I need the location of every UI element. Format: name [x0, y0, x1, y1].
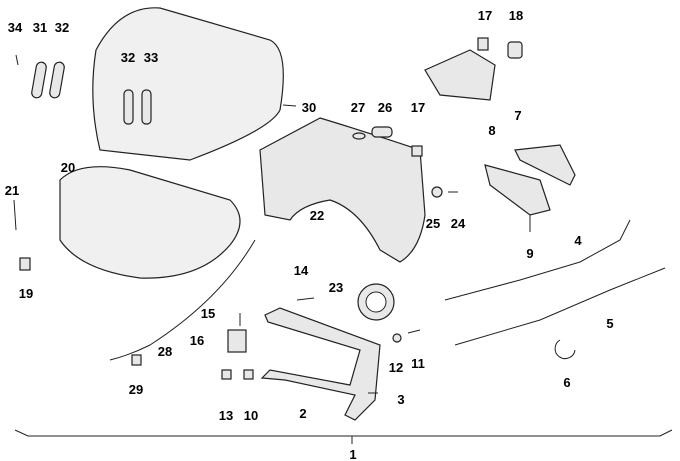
callout-15: 15: [201, 306, 215, 321]
callout-26: 26: [378, 100, 392, 115]
callout-23: 23: [329, 280, 343, 295]
block-part-16[interactable]: [227, 329, 247, 353]
clip-part-10[interactable]: [243, 369, 254, 380]
callout-32: 32: [121, 50, 135, 65]
callout-31: 31: [33, 20, 47, 35]
callout-13: 13: [219, 408, 233, 423]
bracket-part-7[interactable]: [514, 144, 576, 186]
clip-part-29[interactable]: [131, 354, 142, 366]
callout-6: 6: [563, 375, 570, 390]
clip-part-19[interactable]: [19, 257, 31, 271]
panel-part-22[interactable]: [259, 117, 426, 263]
callout-27: 27: [351, 100, 365, 115]
callout-5: 5: [606, 316, 613, 331]
callout-9: 9: [526, 246, 533, 261]
screw-part-14[interactable]: [296, 297, 315, 301]
callout-14: 14: [294, 263, 309, 278]
callout-17: 17: [411, 100, 425, 115]
frame-part-2[interactable]: [260, 307, 381, 421]
callout-20: 20: [61, 160, 75, 175]
trim-part-28[interactable]: [109, 239, 256, 361]
callout-34: 34: [8, 20, 23, 35]
clip-part-13[interactable]: [221, 369, 232, 380]
callout-10: 10: [244, 408, 258, 423]
callout-8: 8: [488, 123, 495, 138]
callout-24: 24: [451, 216, 466, 231]
clip-part-17-top[interactable]: [477, 37, 489, 51]
callout-4: 4: [574, 233, 582, 248]
callout-21: 21: [5, 183, 19, 198]
callout-29: 29: [129, 382, 143, 397]
ring-part-6[interactable]: [554, 339, 576, 360]
cap-part-26[interactable]: [371, 126, 393, 138]
callout-32: 32: [55, 20, 69, 35]
callout-17: 17: [478, 8, 492, 23]
clip-part-17[interactable]: [411, 145, 423, 157]
callout-28: 28: [158, 344, 172, 359]
callout-18: 18: [509, 8, 523, 23]
leader-30: [282, 104, 297, 107]
fairing-part-20[interactable]: [59, 166, 241, 279]
screw-part-34[interactable]: [15, 54, 19, 66]
holder-part-8[interactable]: [484, 164, 551, 216]
bracket-part-33[interactable]: [141, 89, 152, 125]
callout-1: 1: [349, 447, 356, 461]
screw-part-21[interactable]: [13, 199, 17, 231]
callout-33: 33: [144, 50, 158, 65]
washer-part-27[interactable]: [352, 132, 366, 140]
cable-part-5[interactable]: [454, 267, 666, 346]
cable-part-4[interactable]: [444, 219, 631, 301]
callout-2: 2: [299, 406, 306, 421]
bracket-part-32-left[interactable]: [49, 61, 65, 99]
assembly-bracket-1: [14, 429, 673, 437]
cover-part[interactable]: [424, 49, 496, 101]
callout-3: 3: [397, 392, 404, 407]
callout-16: 16: [190, 333, 204, 348]
callout-7: 7: [514, 108, 521, 123]
callout-19: 19: [19, 286, 33, 301]
bracket-part-31[interactable]: [31, 61, 47, 99]
windshield-part-30[interactable]: [92, 7, 284, 161]
callout-11: 11: [411, 356, 425, 371]
callout-12: 12: [389, 360, 403, 375]
callout-30: 30: [302, 100, 316, 115]
washer-part-12[interactable]: [392, 333, 402, 343]
callout-25: 25: [426, 216, 440, 231]
screw-part-11[interactable]: [407, 329, 421, 334]
bracket-part-32[interactable]: [123, 89, 134, 125]
washer-part-25[interactable]: [431, 186, 443, 198]
callout-22: 22: [310, 208, 324, 223]
cap-part-18[interactable]: [507, 41, 523, 59]
ring-hole: [365, 291, 387, 313]
